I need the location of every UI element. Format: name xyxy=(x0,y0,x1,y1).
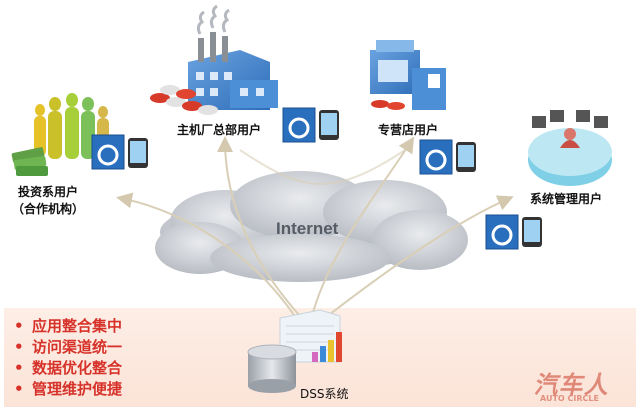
dealer-user-label: 专营店用户 xyxy=(378,123,439,137)
dealer-devices-icon xyxy=(419,139,476,175)
cars-row-icon xyxy=(150,85,218,115)
dss-system-label: DSS系统 xyxy=(300,387,349,401)
investor-devices-icon xyxy=(91,134,148,170)
arrow-dss-oem xyxy=(217,136,314,331)
benefit-text: 管理维护便捷 xyxy=(32,380,123,398)
dealer-store-icon xyxy=(370,40,446,110)
oem-devices-icon xyxy=(282,107,339,143)
investor-label-line1: 投资系用户 xyxy=(18,185,79,199)
benefit-item: • 管理维护便捷 xyxy=(14,379,122,400)
internet-label: Internet xyxy=(276,219,339,238)
bullet-glyph: • xyxy=(14,380,24,398)
sysadmin-user-label: 系统管理用户 xyxy=(530,192,603,206)
factory-building-icon xyxy=(188,4,278,110)
arrow-oem-dealer xyxy=(239,149,406,185)
investor-label-line2: （合作机构） xyxy=(12,202,85,216)
benefits-list: • 应用整合集中 • 访问渠道统一 • 数据优化整合 • 管理维护便捷 xyxy=(14,316,122,400)
investor-people-icon xyxy=(34,93,109,159)
control-desk-icon xyxy=(528,110,612,186)
bullet-glyph: • xyxy=(14,317,24,335)
dss-server-icon xyxy=(279,309,342,363)
benefit-text: 访问渠道统一 xyxy=(32,338,123,356)
benefit-item: • 应用整合集中 xyxy=(14,316,122,337)
investor-user-label: 投资系用户 （合作机构） xyxy=(12,183,84,217)
sysadmin-devices-icon xyxy=(485,214,542,250)
benefit-text: 数据优化整合 xyxy=(32,359,123,377)
money-stack-icon xyxy=(11,147,48,176)
benefit-item: • 数据优化整合 xyxy=(14,358,122,379)
bullet-glyph: • xyxy=(14,359,24,377)
arrow-dss-sysadmin xyxy=(310,195,514,332)
bullet-glyph: • xyxy=(14,338,24,356)
oem-hq-user-label: 主机厂总部用户 xyxy=(177,123,262,137)
database-cylinder-icon xyxy=(247,344,297,393)
watermark-subtitle: AUTO CIRCLE xyxy=(540,394,599,403)
benefit-text: 应用整合集中 xyxy=(32,317,123,335)
benefit-item: • 访问渠道统一 xyxy=(14,337,122,358)
connection-arrows xyxy=(116,136,514,333)
